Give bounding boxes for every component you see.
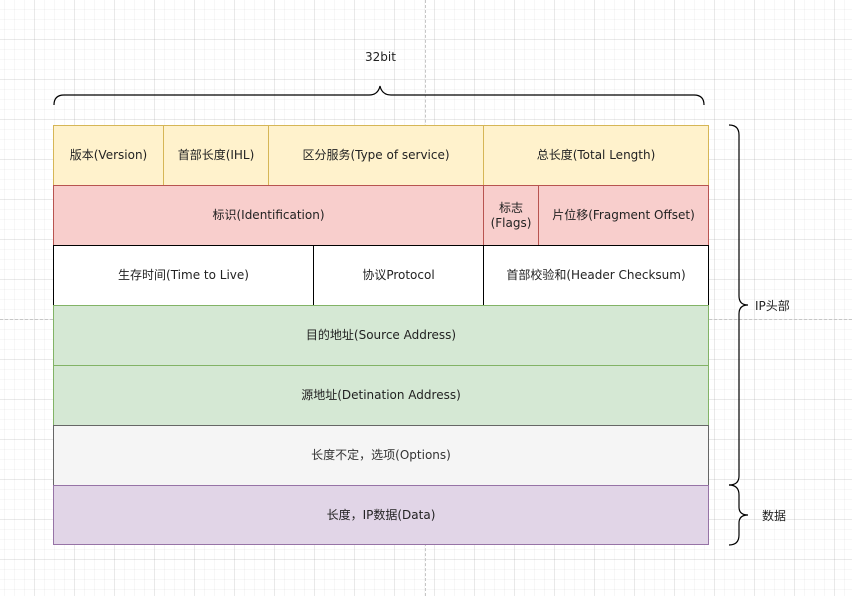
ip-header-label: IP头部 bbox=[755, 299, 790, 313]
fragment-offset-field: 片位移(Fragment Offset) bbox=[538, 185, 709, 246]
version-field: 版本(Version) bbox=[53, 125, 164, 186]
data-field: 长度，IP数据(Data) bbox=[53, 485, 709, 545]
type-of-service-field: 区分服务(Type of service) bbox=[268, 125, 484, 186]
ihl-field: 首部长度(IHL) bbox=[163, 125, 269, 186]
options-field: 长度不定，选项(Options) bbox=[53, 425, 709, 486]
width-label: 32bit bbox=[365, 50, 396, 64]
data-label: 数据 bbox=[762, 509, 787, 523]
protocol-field: 协议Protocol bbox=[313, 245, 484, 306]
header-checksum-field: 首部校验和(Header Checksum) bbox=[483, 245, 709, 306]
total-length-field: 总长度(Total Length) bbox=[483, 125, 709, 186]
identification-field: 标识(Identification) bbox=[53, 185, 484, 246]
destination-address-field: 源地址(Detination Address) bbox=[53, 365, 709, 426]
